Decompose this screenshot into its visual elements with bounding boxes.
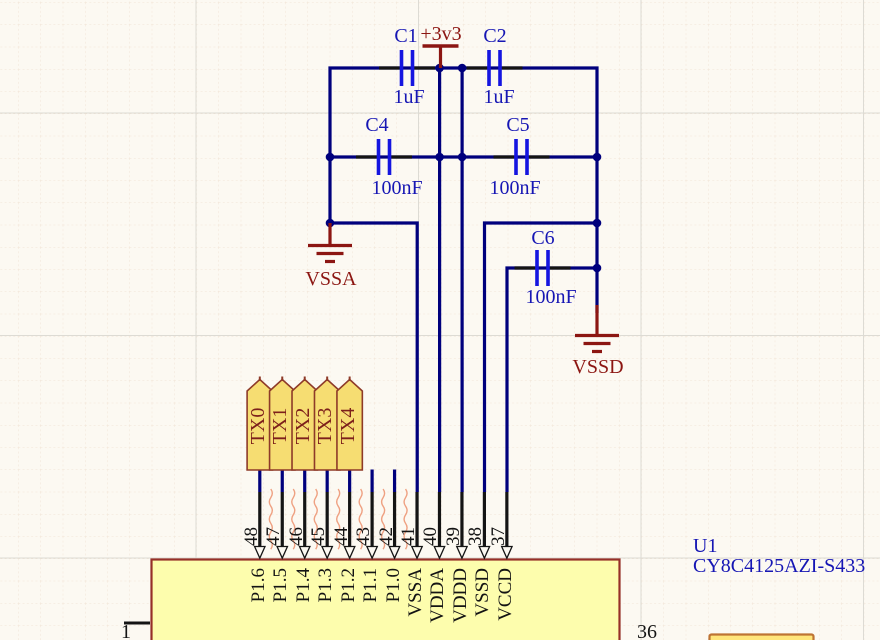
pin-name-P1.1[interactable]: P1.1 xyxy=(360,568,382,603)
value-c4[interactable]: 100nF xyxy=(371,177,423,199)
wire-pin38-row[interactable] xyxy=(482,221,598,492)
pin-name-P1.6[interactable]: P1.6 xyxy=(247,568,269,603)
vssd-ground-label[interactable]: VSSD xyxy=(572,356,624,378)
capacitor-leads[interactable] xyxy=(356,66,571,270)
pin-arrow-icon xyxy=(365,545,379,560)
vssa-ground-label[interactable]: VSSA xyxy=(305,268,357,290)
junction-dot xyxy=(592,218,602,228)
partial-component-bottom-right[interactable] xyxy=(708,633,815,640)
pin-arrow-icon xyxy=(276,545,289,560)
pin-name-VDDA[interactable]: VDDA xyxy=(427,568,449,623)
compile-error-squiggle xyxy=(268,488,273,550)
pin-arrow-icon xyxy=(320,545,334,560)
pin-number-41: 41 xyxy=(398,526,420,546)
junction-dot xyxy=(435,152,444,162)
port-flag-tx1[interactable] xyxy=(268,378,296,471)
pin-number-45: 45 xyxy=(308,526,330,546)
junction-dot xyxy=(592,263,602,273)
compile-error-squiggle xyxy=(403,488,408,550)
value-c1[interactable]: 1uF xyxy=(393,86,425,108)
pin-arrow-icon xyxy=(410,545,424,560)
designator-c5[interactable]: C5 xyxy=(506,114,530,136)
port-flag-tx0[interactable] xyxy=(246,378,274,471)
pin-number-42: 42 xyxy=(375,526,397,546)
wire-vssa-to-pin41[interactable] xyxy=(330,221,419,492)
port-label-tx4[interactable]: TX4 xyxy=(336,407,359,445)
compile-error-squiggle xyxy=(335,488,341,550)
port-flag-tx2[interactable] xyxy=(291,378,319,471)
port-flag-tx4[interactable] xyxy=(336,378,364,471)
pin-name-P1.5[interactable]: P1.5 xyxy=(270,568,292,603)
pin-number-46: 46 xyxy=(285,526,307,546)
pin-name-P1.0[interactable]: P1.0 xyxy=(382,568,404,603)
pin-name-VDDD[interactable]: VDDD xyxy=(449,568,471,623)
pin-name-P1.3[interactable]: P1.3 xyxy=(315,568,337,603)
designator-c4[interactable]: C4 xyxy=(365,114,389,136)
pin-number-39: 39 xyxy=(442,526,464,546)
pin-number-48: 48 xyxy=(240,526,262,546)
power-3v3-label[interactable]: +3v3 xyxy=(420,23,462,45)
chip-body-u1[interactable] xyxy=(150,558,621,640)
capacitors-graphics[interactable] xyxy=(356,50,571,286)
port-label-tx3[interactable]: TX3 xyxy=(314,407,337,445)
compile-error-squiggle xyxy=(380,488,386,550)
capacitor-c2[interactable] xyxy=(487,50,491,86)
pin-name-VSSA[interactable]: VSSA xyxy=(405,568,427,617)
chip-designator[interactable]: U1 xyxy=(693,535,718,557)
port-label-tx1[interactable]: TX1 xyxy=(269,407,292,445)
chip-part-number[interactable]: CY8C4125AZI-S433 xyxy=(693,555,866,577)
pin-number-47: 47 xyxy=(263,526,285,546)
pin-arrow-icon xyxy=(388,545,401,560)
pin-number-44: 44 xyxy=(330,526,352,546)
pin-arrow-icon xyxy=(478,545,491,560)
port-label-tx2[interactable]: TX2 xyxy=(291,407,314,445)
pin-number-38: 38 xyxy=(465,526,487,546)
pin-number-40: 40 xyxy=(420,526,442,546)
pin-arrow-icon xyxy=(500,545,514,560)
capacitor-c4[interactable] xyxy=(376,139,381,175)
capacitor-c6[interactable] xyxy=(535,250,539,286)
pin-number-43: 43 xyxy=(353,526,375,546)
pin-number-37: 37 xyxy=(487,526,509,546)
value-c2[interactable]: 1uF xyxy=(483,86,515,108)
compile-error-squiggle xyxy=(291,488,296,550)
pin-name-VSSD[interactable]: VSSD xyxy=(472,568,494,617)
compile-error-squiggle xyxy=(313,488,318,550)
port-label-tx0[interactable]: TX0 xyxy=(246,407,269,445)
designator-c6[interactable]: C6 xyxy=(531,227,555,249)
capacitor-c1[interactable] xyxy=(399,50,404,86)
pin-arrow-icon xyxy=(433,545,446,560)
pin-arrow-icon xyxy=(298,545,311,560)
pin-number-36: 36 xyxy=(637,621,657,640)
pin-arrow-icon xyxy=(253,545,267,560)
pin-number-1: 1 xyxy=(121,621,131,640)
pin-name-P1.4[interactable]: P1.4 xyxy=(292,568,314,603)
value-c6[interactable]: 100nF xyxy=(525,286,577,308)
power-3v3-symbol[interactable] xyxy=(422,44,459,68)
capacitor-c5[interactable] xyxy=(514,139,518,175)
vssd-ground-symbol[interactable] xyxy=(575,305,619,354)
designator-c2[interactable]: C2 xyxy=(483,25,507,47)
capacitor-plates[interactable] xyxy=(376,50,550,286)
designator-c1[interactable]: C1 xyxy=(394,25,418,47)
value-c5[interactable]: 100nF xyxy=(489,177,541,199)
pin-name-VCCD[interactable]: VCCD xyxy=(494,568,516,621)
junction-dot xyxy=(592,152,602,162)
pin-arrow-icon xyxy=(455,545,469,560)
compile-error-squiggle xyxy=(358,488,363,550)
pin-arrow-icon xyxy=(343,545,356,560)
pin-name-P1.2[interactable]: P1.2 xyxy=(337,568,359,603)
junction-dot xyxy=(457,63,467,73)
junction-dot xyxy=(325,152,335,162)
vssa-ground-symbol[interactable] xyxy=(308,223,352,264)
junction-dot xyxy=(457,152,467,162)
port-flag-tx3[interactable] xyxy=(313,378,341,471)
